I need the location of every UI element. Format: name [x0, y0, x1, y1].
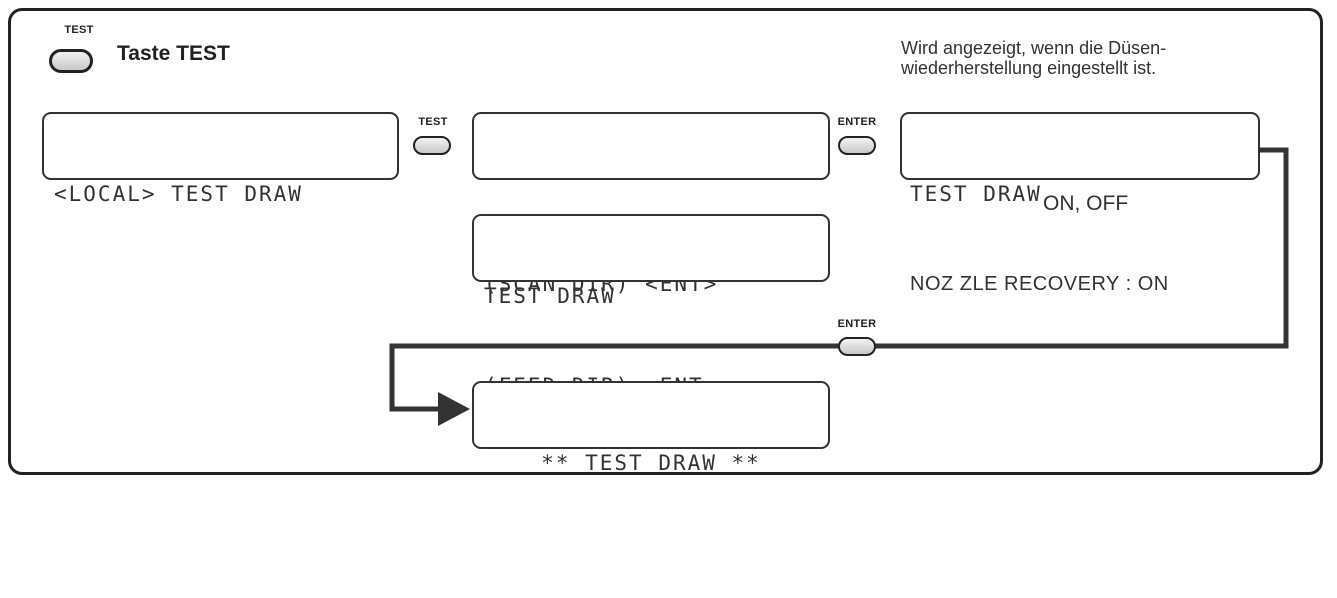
enter-key-icon [838, 136, 876, 155]
enter-key-icon [838, 337, 876, 356]
lcd-nozzle-recovery: TEST DRAW NOZ ZLE RECOVERY : ON [900, 112, 1260, 295]
diagram-frame [8, 8, 1323, 475]
lcd-line-2: NOZ ZLE RECOVERY : ON [910, 273, 1169, 295]
test-key-label: TEST [418, 116, 448, 128]
lcd-local-test-draw: <LOCAL> TEST DRAW [42, 112, 399, 206]
note-line-2: wiederherstellung eingestellt ist. [901, 58, 1157, 78]
note-line-1: Wird angezeigt, wenn die Düsen- [901, 38, 1167, 58]
lcd-line-1: TEST DRAW [484, 284, 616, 308]
options-on-off: ON, OFF [1043, 192, 1129, 215]
test-key-icon [49, 49, 93, 73]
legend-key-label: TEST [64, 24, 94, 36]
lcd-line-1 [484, 179, 818, 209]
lcd-test-draw-running: ** TEST DRAW ** [472, 381, 830, 475]
lcd-line-2 [54, 269, 387, 299]
lcd-line-2 [484, 538, 818, 568]
lcd-line-1: <LOCAL> TEST DRAW [54, 182, 303, 206]
nozzle-note: Wird angezeigt, wenn die Düsen- wiederhe… [901, 38, 1166, 78]
lcd-line-1: TEST DRAW [910, 182, 1042, 206]
flow-arrowhead [438, 392, 470, 426]
legend-title: Taste TEST [117, 42, 230, 65]
lcd-feed-dir: TEST DRAW (FEED DIR) <ENT> [472, 214, 830, 398]
enter-key-label: ENTER [837, 318, 877, 330]
lcd-scan-dir: (SCAN DIR) <ENT> [472, 112, 830, 296]
lcd-line-1: ** TEST DRAW ** [541, 451, 761, 475]
test-key-icon [413, 136, 451, 155]
enter-key-label: ENTER [837, 116, 877, 128]
